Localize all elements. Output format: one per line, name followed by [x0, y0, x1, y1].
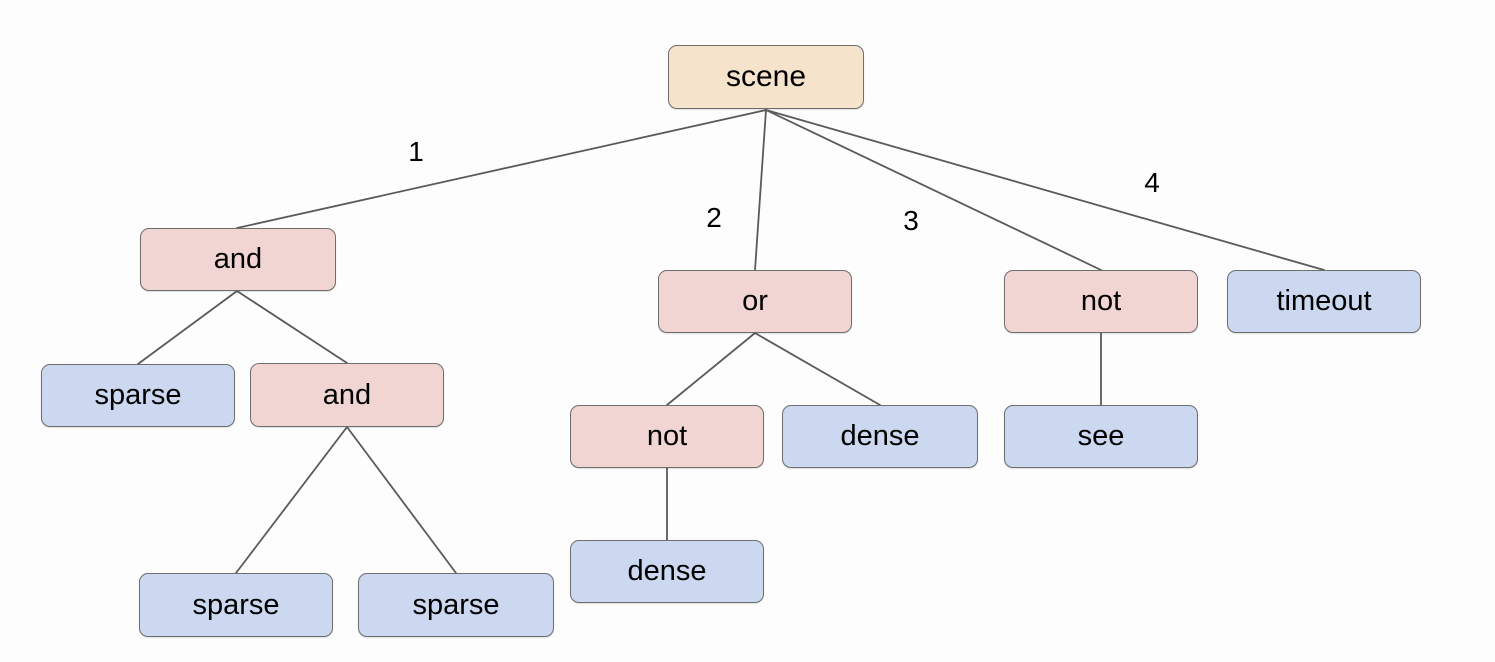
tree-node-label: and — [322, 378, 372, 411]
tree-node-not1[interactable]: not — [1004, 270, 1198, 333]
tree-node-label: not — [1080, 285, 1122, 317]
tree-edge-or1-to-not2 — [666, 332, 756, 406]
tree-node-label: and — [213, 243, 263, 275]
tree-node-sparse2[interactable]: sparse — [139, 573, 333, 637]
tree-edge-scene-to-or1 — [754, 109, 767, 271]
tree-edge-scene-to-timeout1 — [765, 109, 1325, 271]
tree-node-label: dense — [627, 555, 707, 587]
tree-node-label: sparse — [412, 588, 500, 621]
tree-edge-scene-to-and1 — [236, 109, 767, 229]
tree-node-label: scene — [725, 60, 807, 93]
tree-node-see1[interactable]: see — [1004, 405, 1198, 468]
tree-node-label: see — [1077, 420, 1125, 452]
tree-edge-scene-to-not1 — [765, 109, 1102, 271]
edge-label-2: 2 — [706, 202, 722, 233]
tree-node-and2[interactable]: and — [250, 363, 444, 427]
tree-node-label: sparse — [94, 379, 182, 411]
tree-node-sparse1[interactable]: sparse — [41, 364, 235, 427]
tree-node-label: not — [646, 420, 688, 452]
edge-label-4: 4 — [1144, 167, 1160, 198]
tree-node-label: sparse — [192, 588, 280, 621]
tree-node-sparse3[interactable]: sparse — [358, 573, 554, 637]
tree-node-timeout1[interactable]: timeout — [1227, 270, 1421, 333]
tree-edge-and1-to-sparse1 — [137, 290, 238, 365]
edge-label-3: 3 — [903, 205, 919, 236]
tree-node-label: dense — [840, 420, 920, 452]
edge-label-1: 1 — [408, 136, 424, 167]
tree-node-not2[interactable]: not — [570, 405, 764, 468]
tree-edge-or1-to-dense1 — [754, 332, 881, 406]
tree-node-or1[interactable]: or — [658, 270, 852, 333]
tree-node-dense1[interactable]: dense — [782, 405, 978, 468]
tree-edge-and2-to-sparse2 — [235, 426, 348, 574]
tree-node-label: or — [742, 285, 768, 317]
tree-node-label: timeout — [1276, 285, 1372, 317]
tree-edge-and2-to-sparse3 — [346, 426, 457, 574]
tree-edge-and1-to-and2 — [236, 290, 348, 364]
tree-node-dense2[interactable]: dense — [570, 540, 764, 603]
tree-node-scene[interactable]: scene — [668, 45, 864, 109]
tree-node-and1[interactable]: and — [140, 228, 336, 291]
